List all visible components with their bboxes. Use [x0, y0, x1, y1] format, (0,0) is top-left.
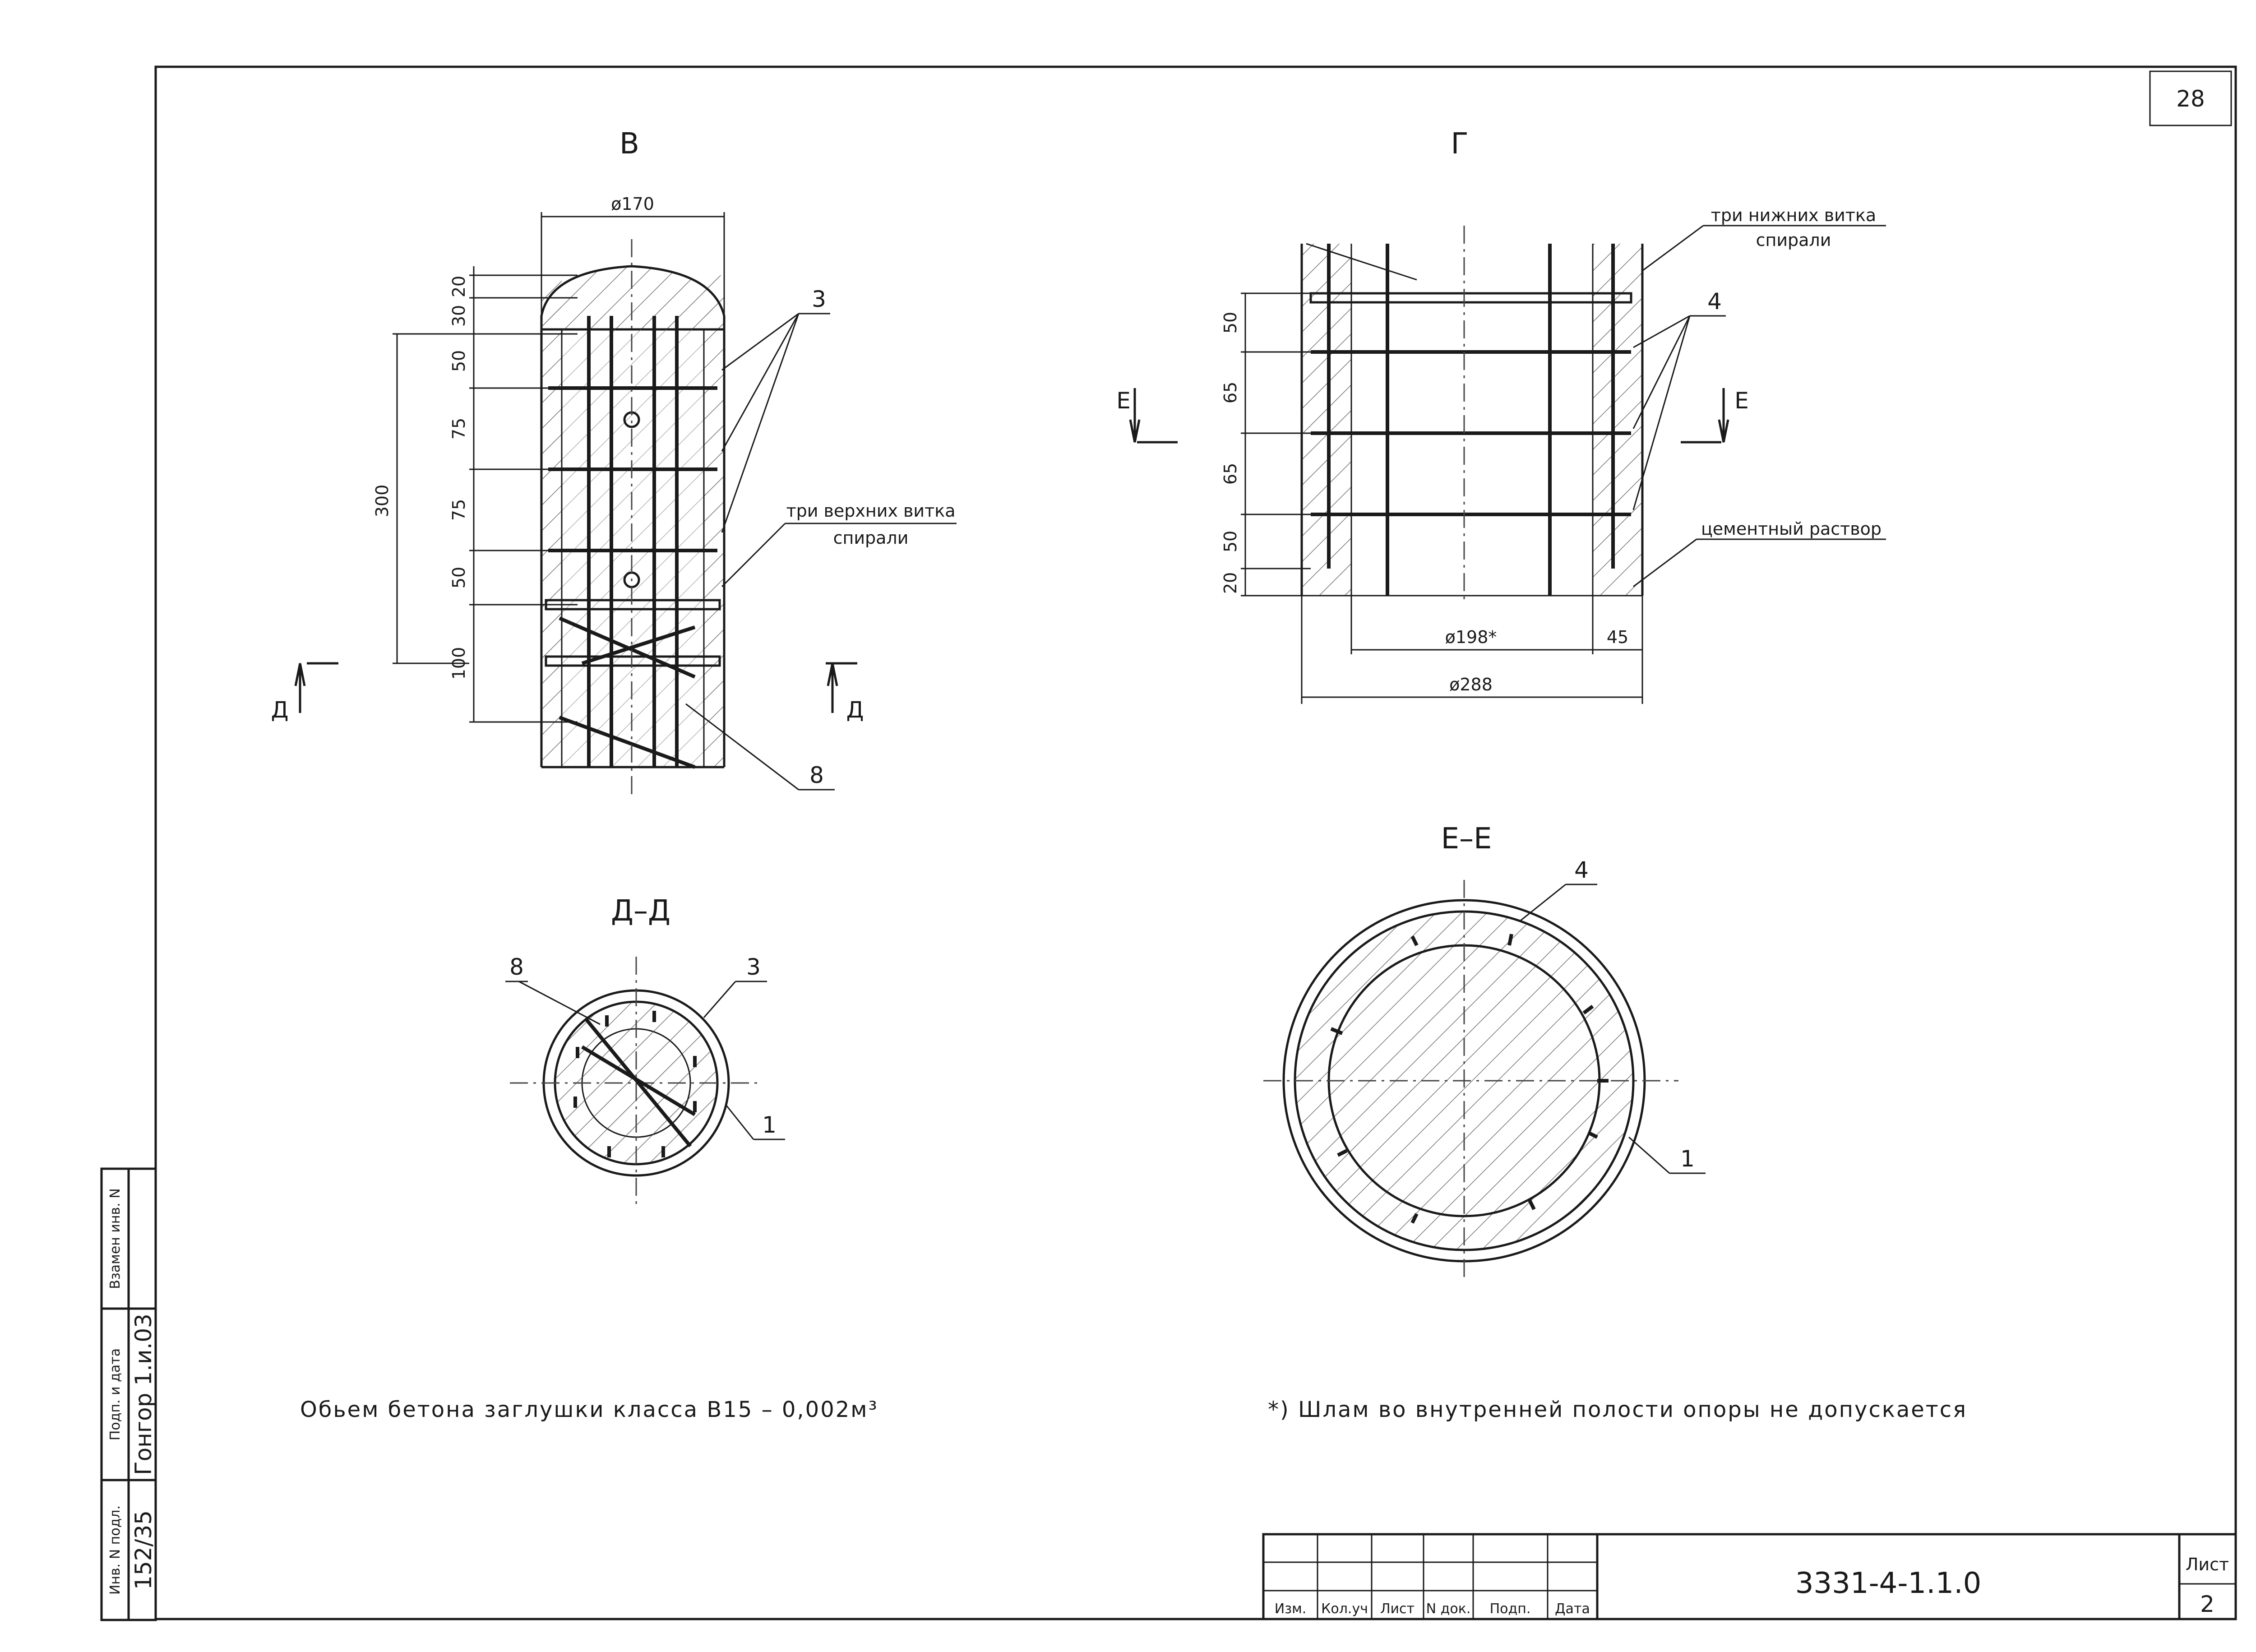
view-g-note-spiral-1: три нижних витка [1711, 205, 1876, 225]
view-b-dim-75a: 75 [449, 418, 469, 440]
view-b-plug-cap [540, 265, 726, 331]
view-b-note-spiral-1: три верхних витка [786, 501, 956, 521]
view-b-plug-fill [562, 329, 704, 767]
view-b-dim-50: 50 [449, 350, 469, 372]
section-dd-callout-1: 1 [762, 1112, 777, 1138]
view-b-dim-50b: 50 [449, 567, 469, 588]
view-g-title: Г [1451, 127, 1468, 161]
list-label: Лист [2186, 1555, 2229, 1574]
section-ee-callout-1: 1 [1680, 1146, 1695, 1172]
stamp-col-data: Дата [1555, 1601, 1590, 1617]
page-number: 28 [2176, 86, 2205, 112]
side-stamp: Инв. N подл. Подп. и дата Взамен инв. N … [100, 1167, 157, 1621]
stamp-col-list: Лист [1380, 1601, 1415, 1617]
view-g-note-spiral-2: спирали [1756, 230, 1831, 250]
view-b-callout-3: 3 [812, 286, 826, 312]
view-b-dim-total: 300 [372, 485, 392, 518]
view-b-callout-8: 8 [809, 762, 824, 788]
section-dd-callout-3: 3 [746, 954, 761, 980]
view-b-title: В [619, 127, 639, 161]
title-block: Изм. Кол.уч Лист N док. Подп. Дата 3331-… [1262, 1533, 2237, 1620]
stamp-col-kol: Кол.уч [1321, 1601, 1368, 1617]
section-dd-title: Д–Д [611, 894, 670, 928]
view-b-dim-30: 30 [449, 305, 469, 327]
view-g-dim-65b: 65 [1220, 463, 1240, 485]
side-value-inv: 152/35 [130, 1510, 157, 1590]
side-value-sign: Гонгор 1.и.03 [130, 1314, 157, 1475]
view-g-note-mortar: цементный раствор [1701, 519, 1882, 539]
side-label-inv: Инв. N подл. [107, 1505, 123, 1595]
view-g-dim-50b: 50 [1220, 531, 1240, 552]
view-g-section-mark-left: Е [1116, 388, 1131, 414]
view-b-wall-left [541, 275, 562, 767]
view-g-dia-inner: ø198* [1445, 627, 1497, 647]
sheet-frame [154, 65, 2237, 1620]
section-ee-callout-4: 4 [1574, 857, 1589, 883]
section-dd-callout-8: 8 [509, 954, 524, 980]
view-g-dia-outer: ø288 [1449, 675, 1493, 694]
stamp-col-ndok: N док. [1426, 1601, 1471, 1617]
note-concrete: Обьем бетона заглушки класса В15 – 0,002… [300, 1397, 878, 1422]
view-g-dim-20: 20 [1220, 572, 1240, 594]
page-number-box [2149, 70, 2232, 126]
view-g-dim-50a: 50 [1220, 312, 1240, 333]
view-b-section-mark-right: Д [846, 697, 864, 723]
view-g-callout-4: 4 [1707, 288, 1722, 315]
view-b-dim-20: 20 [449, 276, 469, 297]
note-sludge: *) Шлам во внутренней полости опоры не д… [1268, 1397, 1967, 1422]
drawing-code: 3331-4-1.1.0 [1795, 1567, 1982, 1600]
side-label-sign: Подп. и дата [107, 1348, 123, 1440]
view-g-wall-left [1302, 244, 1351, 596]
view-b-wall-right [704, 275, 724, 767]
list-number: 2 [2200, 1591, 2214, 1617]
view-b-dia-top: ø170 [611, 194, 654, 214]
view-b-section-mark-left: Д [271, 697, 288, 723]
stamp-col-podp: Подп. [1490, 1601, 1531, 1617]
view-g-section-mark-right: Е [1734, 388, 1749, 414]
view-b-dim-75b: 75 [449, 499, 469, 521]
view-g-dim-45: 45 [1607, 627, 1628, 647]
view-g-wall-right [1593, 244, 1642, 596]
view-b-note-spiral-2: спирали [833, 528, 909, 548]
side-label-replace: Взамен инв. N [107, 1188, 123, 1289]
stamp-col-izm: Изм. [1275, 1601, 1307, 1617]
view-g-dim-65a: 65 [1220, 382, 1240, 403]
section-ee-title: Е–Е [1441, 822, 1492, 856]
